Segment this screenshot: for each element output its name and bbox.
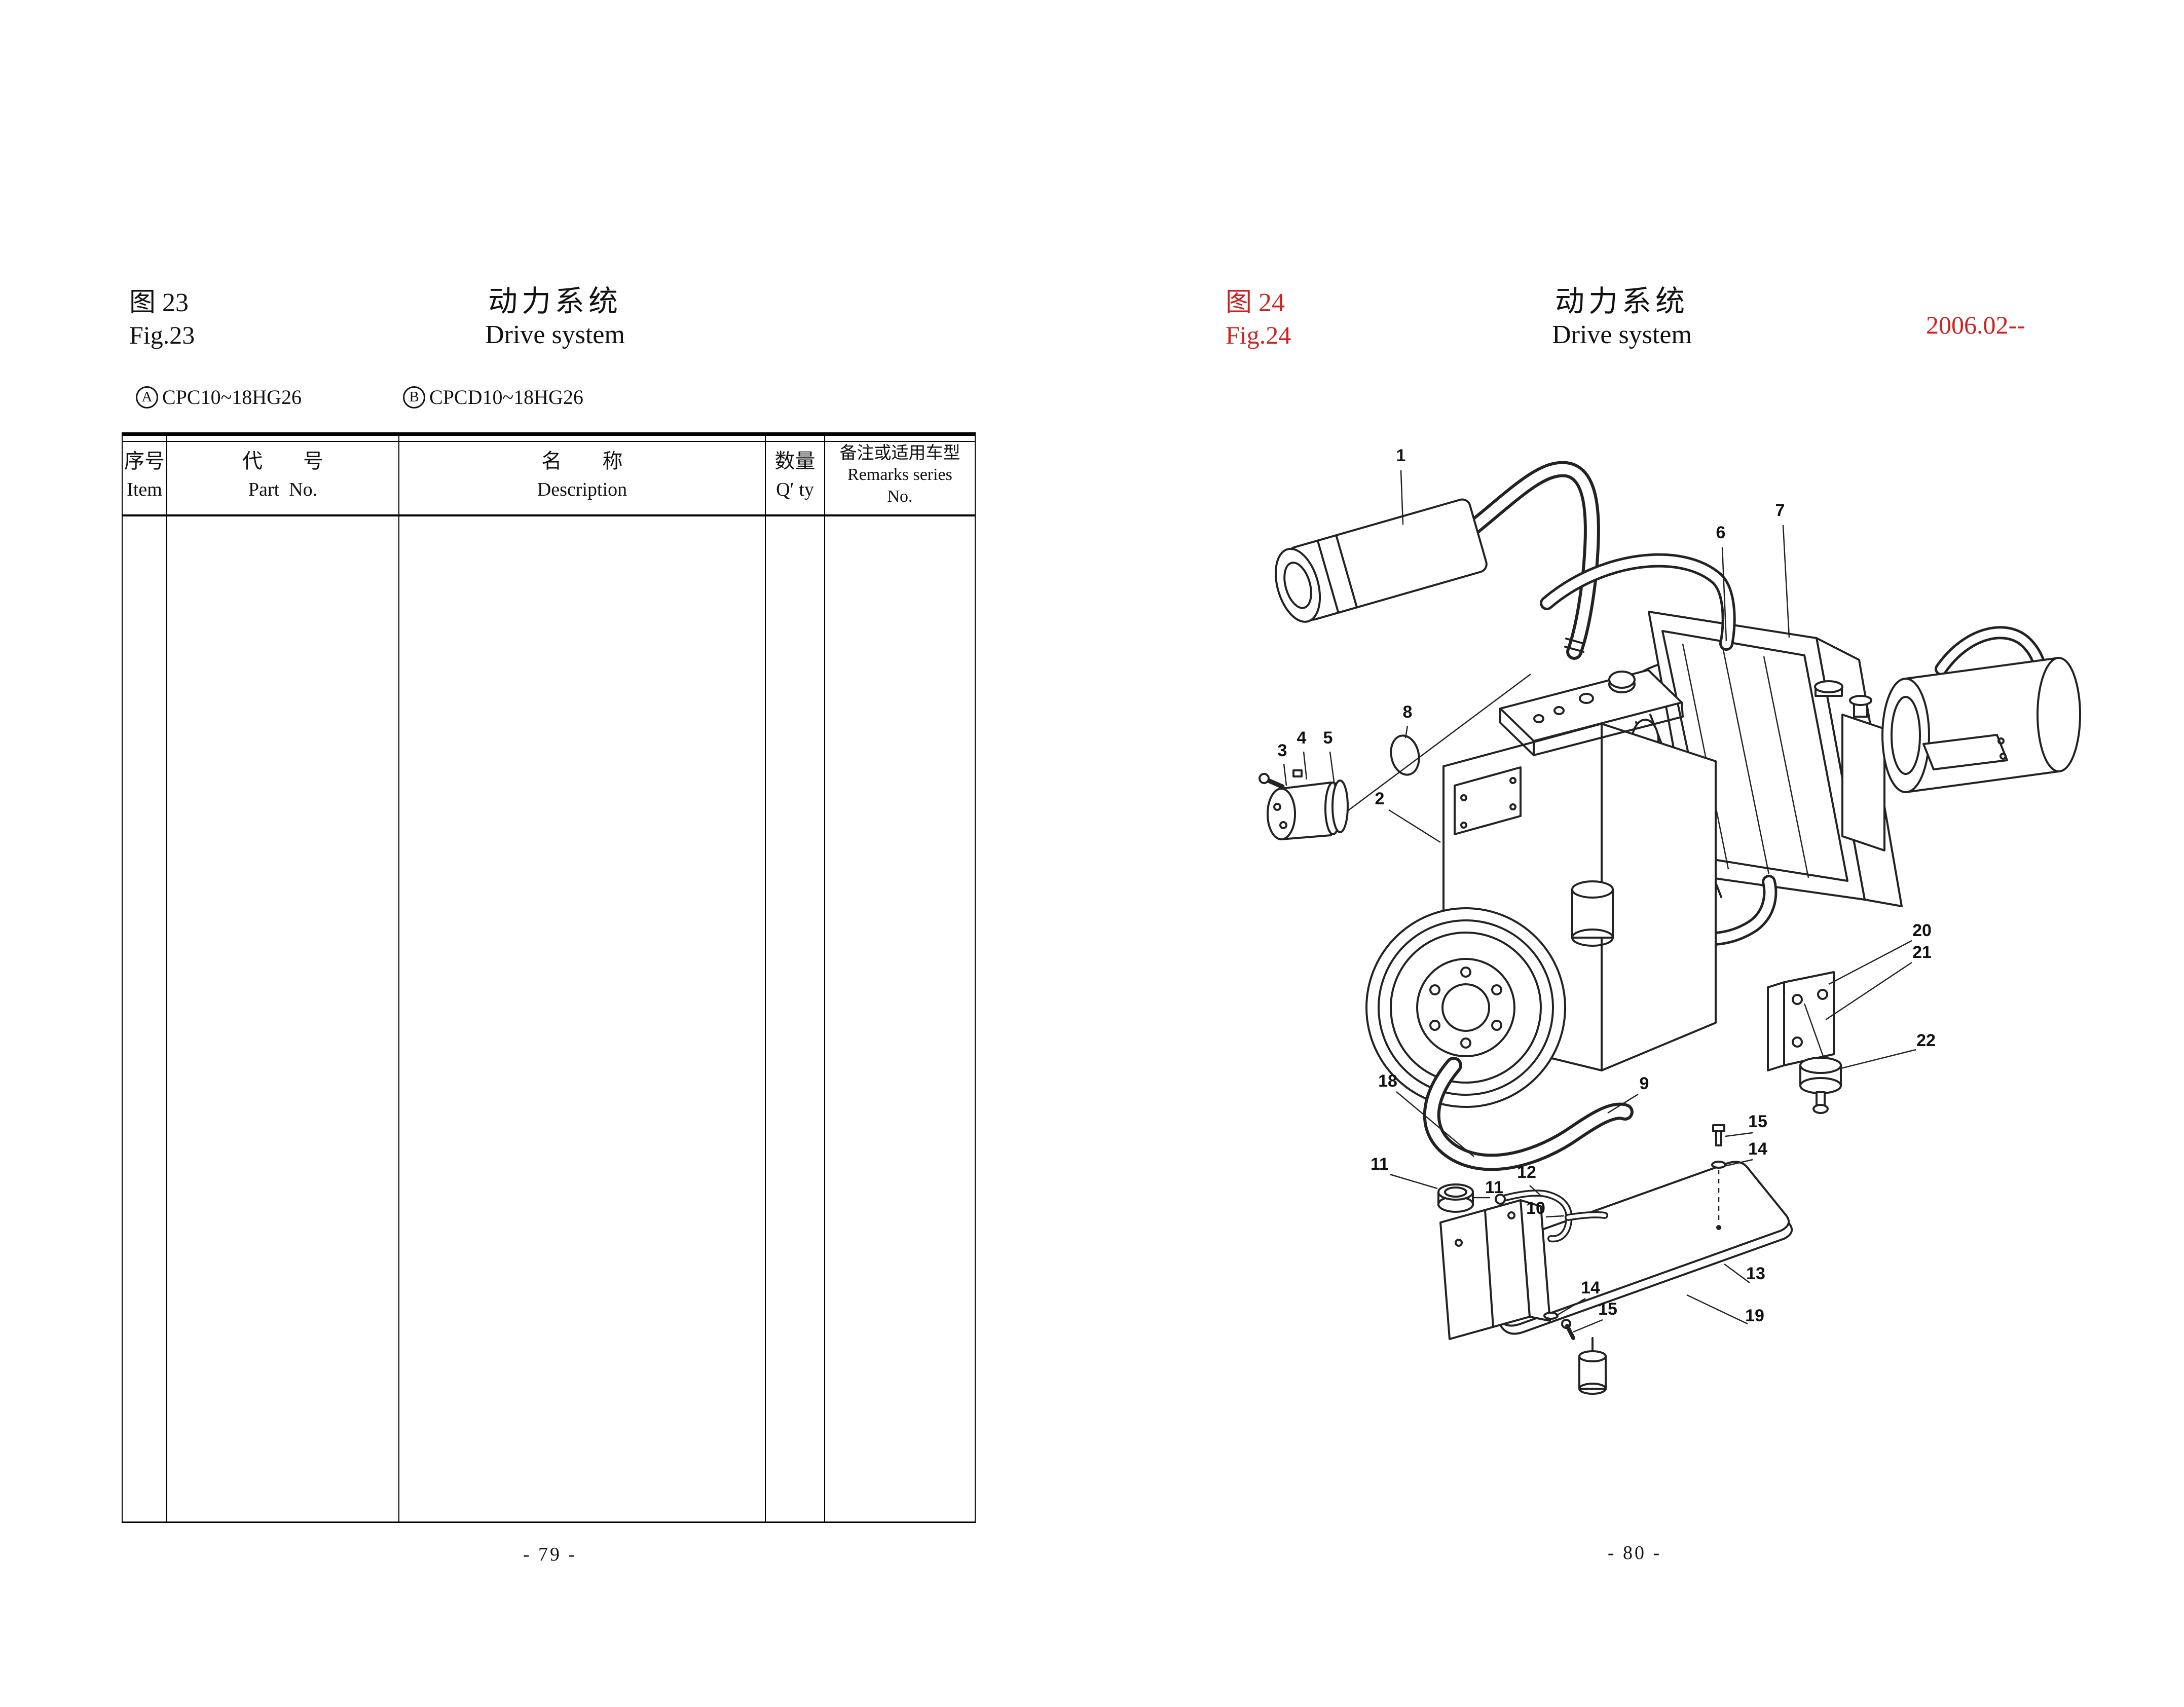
table-header: 序号 Item 代 号 Part No. 名 称 Description 数量 … (123, 436, 975, 516)
table-top-rule (123, 441, 975, 442)
parts-table: 序号 Item 代 号 Part No. 名 称 Description 数量 … (122, 432, 976, 1523)
fig24-label-cn: 图 24 (1226, 288, 1285, 317)
callout-leader-15 (1725, 1132, 1753, 1137)
callout-number-2: 2 (1375, 789, 1385, 808)
variant-a-badge: A (136, 386, 158, 409)
right-page-title: 动力系统 Drive system (1490, 284, 1754, 351)
callout-number-1: 1 (1396, 446, 1406, 465)
left-page-title: 动力系统 Drive system (423, 284, 687, 351)
o-ring (1390, 734, 1420, 776)
callout-leader-6 (1721, 547, 1727, 642)
fuel-case-cover (1439, 1199, 1551, 1340)
gear-oil-pump (1258, 769, 1349, 840)
callout-number-11: 11 (1485, 1178, 1503, 1197)
table-body (123, 516, 975, 1522)
callout-leader-3 (1283, 763, 1287, 786)
muffler (1881, 626, 2081, 793)
callout-leader-19 (1686, 1294, 1748, 1325)
right-title-en: Drive system (1552, 320, 1692, 349)
col-header-part: 代 号 Part No. (167, 436, 399, 514)
callout-leader-5 (1329, 751, 1336, 786)
valve-cover (1499, 669, 1684, 756)
callout-leader-22 (1840, 1049, 1916, 1069)
callout-leader-21 (1825, 961, 1912, 1021)
col-header-remarks: 备注或适用车型 Remarks series No. (839, 443, 960, 506)
fig23-label-en: Fig.23 (129, 321, 195, 349)
upper-radiator-hose (1540, 553, 1736, 651)
callout-number-10: 10 (1526, 1199, 1545, 1218)
callout-number-6: 6 (1716, 523, 1726, 542)
callout-number-5: 5 (1323, 728, 1333, 748)
callout-leader-18 (1396, 1091, 1474, 1157)
callout-number-8: 8 (1403, 702, 1413, 722)
air-cleaner (1275, 498, 1488, 623)
plate-bolt-lower (1543, 1312, 1575, 1340)
callout-leader-11 (1389, 1173, 1438, 1190)
intake-hose (1461, 461, 1600, 660)
callout-leader-15 (1573, 1319, 1603, 1333)
fig23-label: 图 23 Fig.23 (129, 286, 195, 351)
fuel-sensor (1578, 1337, 1607, 1395)
callout-number-13: 13 (1746, 1264, 1765, 1283)
plate-bolt-upper (1711, 1124, 1726, 1230)
exploded-axis-line (1344, 673, 1531, 814)
callout-leader-2 (1388, 809, 1441, 843)
callout-leader-13 (1724, 1263, 1750, 1284)
callout-leader-10 (1545, 1215, 1565, 1218)
callout-number-19: 19 (1745, 1306, 1764, 1325)
callout-leader-4 (1303, 751, 1308, 780)
fig24-label: 图 24 Fig.24 (1226, 286, 1291, 351)
callout-leader-1 (1400, 470, 1404, 525)
callout-number-20: 20 (1912, 921, 1932, 940)
callout-number-4: 4 (1297, 728, 1307, 748)
variant-b-text: CPCD10~18HG26 (429, 386, 583, 409)
page-number-80: - 80 - (1607, 1542, 1662, 1564)
fig24-label-en: Fig.24 (1226, 321, 1291, 349)
radiator-cap (1814, 680, 1843, 697)
flywheel (1365, 907, 1566, 1108)
callout-leader-14 (1556, 1297, 1586, 1317)
callout-number-3: 3 (1278, 741, 1287, 760)
callout-number-21: 21 (1912, 943, 1932, 962)
left-title-en: Drive system (485, 320, 625, 349)
callout-leader-9 (1607, 1093, 1639, 1114)
callout-leader-7 (1782, 525, 1790, 638)
engine-diagram-svg: 1 6 7 8 345 2 20 21 22 18 9 11 11 12 10 15 14 14 15 13 19 (1258, 446, 2081, 1395)
callout-leader-12 (1529, 1185, 1541, 1196)
edition-mark: 2006.02-- (1926, 311, 2025, 339)
overflow-bottle (1841, 695, 1885, 851)
shock-mount (1799, 1057, 1842, 1114)
left-title-cn: 动力系统 (488, 285, 622, 318)
filler-cap (1437, 1183, 1474, 1213)
callout-number-22: 22 (1916, 1031, 1936, 1050)
support-rail (1423, 1057, 1634, 1171)
callout-number-14: 14 (1748, 1139, 1767, 1159)
fuel-pipes (1495, 1190, 1608, 1243)
callout-number-7: 7 (1775, 501, 1785, 520)
variant-a-text: CPC10~18HG26 (162, 386, 302, 409)
callout-leader-8 (1404, 725, 1409, 738)
callout-number-12: 12 (1517, 1163, 1536, 1182)
callout-number-18: 18 (1378, 1071, 1397, 1091)
col-header-qty: 数量 Q′ ty (766, 436, 825, 514)
col-header-item: 序号 Item (123, 436, 167, 514)
fig23-label-cn: 图 23 (129, 288, 189, 317)
variant-b-badge: B (403, 386, 425, 409)
right-title-cn: 动力系统 (1554, 285, 1689, 318)
variant-a: A CPC10~18HG26 (136, 385, 302, 409)
page-number-79: - 79 - (523, 1544, 577, 1565)
variant-b: B CPCD10~18HG26 (403, 385, 583, 409)
callout-number-11: 11 (1371, 1155, 1389, 1174)
callout-number-15: 15 (1598, 1300, 1617, 1319)
callout-leader-20 (1828, 940, 1912, 985)
callout-leader-14 (1726, 1159, 1753, 1167)
table-filler-row (123, 516, 975, 1522)
col-header-desc: 名 称 Description (399, 436, 766, 514)
callout-number-14: 14 (1581, 1278, 1600, 1297)
mount-bracket (1767, 971, 1835, 1071)
callout-number-9: 9 (1640, 1074, 1649, 1093)
callout-number-15: 15 (1748, 1112, 1767, 1131)
